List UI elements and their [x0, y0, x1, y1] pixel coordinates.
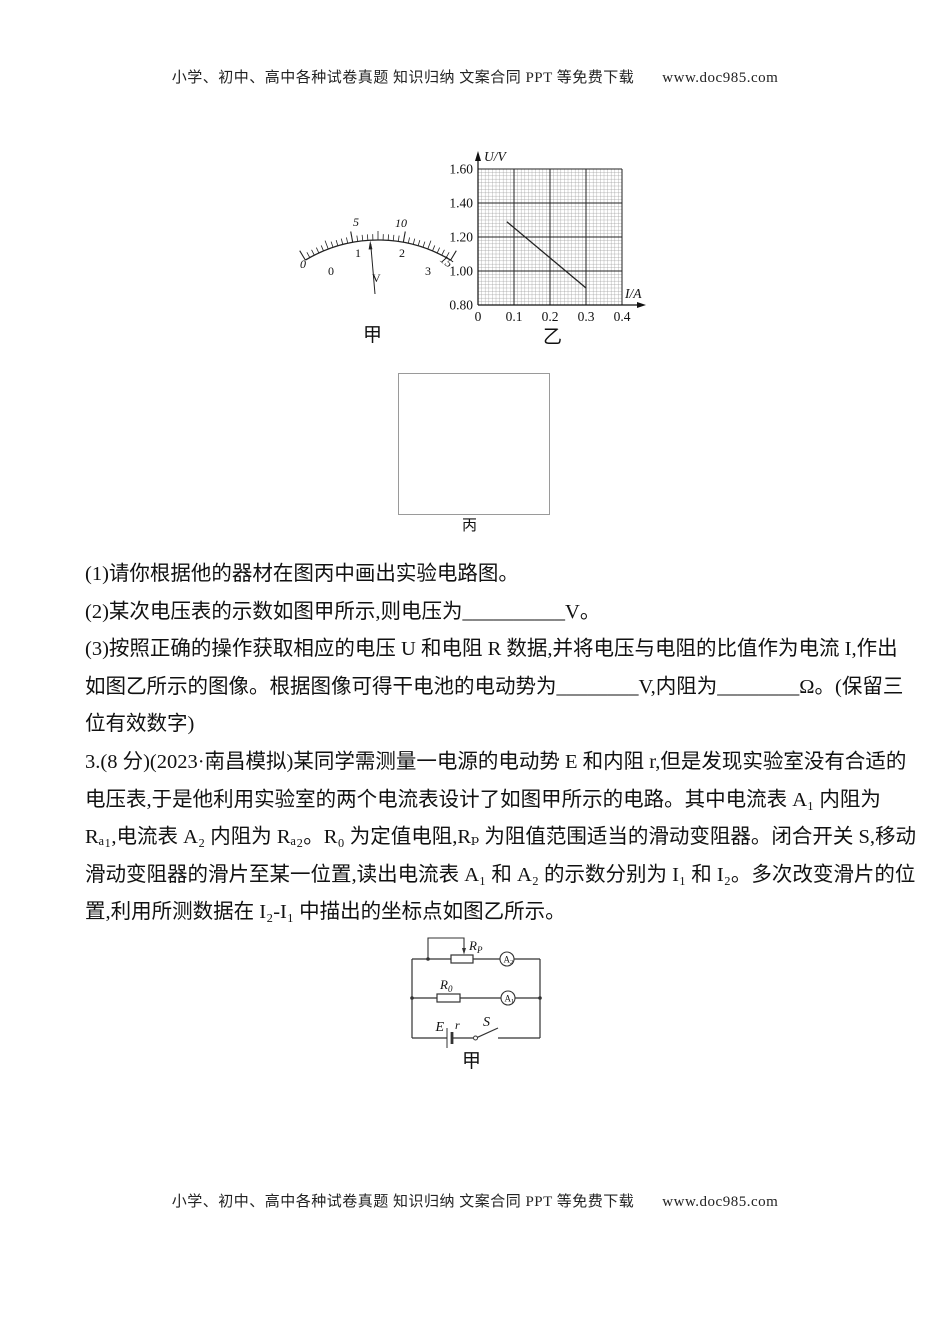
svg-text:1.60: 1.60: [449, 162, 473, 177]
svg-text:0.3: 0.3: [578, 309, 595, 324]
footer-promo-text: 小学、初中、高中各种试卷真题 知识归纳 文案合同 PPT 等免费下载: [171, 1194, 635, 1210]
question-line-2: (2)某次电压表的示数如图甲所示,则电压为__________V。: [85, 600, 601, 623]
svg-text:1.20: 1.20: [449, 230, 473, 245]
question-line-3: (3)按照正确的操作获取相应的电压 U 和电阻 R 数据,并将电压与电阻的比值作…: [85, 638, 898, 661]
ammeter-a2-icon: [499, 951, 515, 967]
meter-tick-marks: [299, 231, 457, 261]
circuit-wires: [411, 958, 541, 1039]
meter-unit-label: V: [372, 271, 381, 285]
switch-pivot: [473, 1035, 478, 1041]
svg-text:0: 0: [475, 309, 482, 324]
resistor-r0-label: R0: [439, 977, 453, 994]
battery-emf-label: E: [434, 1020, 444, 1035]
ammeter-a1-icon: [500, 990, 516, 1006]
circuit-drawing-answer-box: [398, 373, 550, 515]
meter-needle: [370, 243, 376, 295]
page-footer: 小学、初中、高中各种试卷真题 知识归纳 文案合同 PPT 等免费下载 www.do…: [0, 1190, 950, 1211]
footer-site-url: www.doc985.com: [662, 1194, 779, 1210]
meter-caption: 甲: [363, 325, 383, 346]
meter-outer-label-0: 0: [300, 257, 306, 271]
question-line-6: 3.(8 分)(2023·南昌模拟)某同学需测量一电源的电动势 E 和内阻 r,…: [85, 750, 907, 773]
voltmeter-figure: V 0 5 10 15 0 1 2 3: [299, 215, 457, 295]
question-line-7: 电压表,于是他利用实验室的两个电流表设计了如图甲所示的电路。其中电流表 A₁ 内…: [85, 788, 881, 811]
svg-text:0.80: 0.80: [449, 298, 473, 313]
header-site-url: www.doc985.com: [662, 70, 779, 86]
graph-ylabel: U/V: [484, 149, 508, 164]
answer-box-caption: 丙: [462, 518, 478, 534]
junction-dot-mid-left: [410, 996, 414, 1000]
junction-dot-top: [426, 957, 430, 961]
svg-text:1.00: 1.00: [449, 264, 473, 279]
junction-dot-mid-right: [538, 996, 542, 1000]
page-header: 小学、初中、高中各种试卷真题 知识归纳 文案合同 PPT 等免费下载 www.do…: [0, 66, 950, 87]
ammeter-a2-label: A2: [504, 955, 514, 967]
circuit-figure: RP A2 R0 A1 E r S: [410, 937, 542, 1048]
circuit-caption: 甲: [462, 1051, 482, 1072]
meter-inner-label-2: 2: [399, 246, 405, 260]
ammeter-a1-label: A1: [505, 994, 515, 1006]
switch-label: S: [483, 1015, 490, 1030]
meter-inner-label-1: 1: [355, 246, 361, 260]
graph-xlabel: I/A: [624, 286, 642, 301]
question-line-5: 位有效数字): [85, 713, 195, 736]
meter-inner-label-3: 3: [425, 264, 431, 278]
svg-text:0.4: 0.4: [614, 309, 631, 324]
meter-inner-label-0: 0: [328, 264, 334, 278]
rheostat-slider-arrow: [462, 948, 466, 955]
svg-text:0.1: 0.1: [506, 309, 523, 324]
question-line-8: Rₐ₁,电流表 A₂ 内阻为 Rₐ₂。R₀ 为定值电阻,Rₚ 为阻值范围适当的滑…: [85, 826, 917, 849]
graph-caption: 乙: [543, 327, 563, 348]
graph-axes: [475, 151, 646, 308]
battery-internal-resistance-label: r: [455, 1018, 460, 1032]
ui-graph-figure: 0.80 1.00 1.20 1.40 1.60 0 0.1 0.2 0.3 0.4 U/V I/A: [449, 149, 646, 324]
rheostat-slider-wire: [427, 937, 465, 959]
svg-text:1.40: 1.40: [449, 196, 473, 211]
graph-data-line: [506, 221, 587, 289]
question-text-block: (1)请你根据他的器材在图丙中画出实验电路图。 (2)某次电压表的示数如图甲所示…: [85, 556, 917, 932]
meter-needle-arrowhead: [368, 240, 373, 250]
graph-grid: [477, 168, 623, 306]
svg-text:0.2: 0.2: [542, 309, 559, 324]
switch-lever: [477, 1027, 499, 1038]
question-line-9: 滑动变阻器的滑片至某一位置,读出电流表 A₁ 和 A₂ 的示数分别为 I₁ 和 …: [85, 863, 916, 886]
resistor-r0-body: [436, 993, 461, 1003]
rheostat-rp-body: [450, 954, 474, 964]
question-line-4: 如图乙所示的图像。根据图像可得干电池的电动势为________V,内阻为____…: [85, 675, 904, 698]
meter-outer-label-5: 5: [353, 215, 359, 229]
question-line-10: 置,利用所测数据在 I₂-I₁ 中描出的坐标点如图乙所示。: [85, 901, 566, 924]
header-promo-text: 小学、初中、高中各种试卷真题 知识归纳 文案合同 PPT 等免费下载: [171, 70, 635, 86]
meter-arc: [305, 239, 451, 261]
rheostat-rp-label: RP: [468, 938, 483, 955]
question-line-1: (1)请你根据他的器材在图丙中画出实验电路图。: [85, 563, 519, 585]
meter-outer-label-10: 10: [395, 216, 407, 230]
